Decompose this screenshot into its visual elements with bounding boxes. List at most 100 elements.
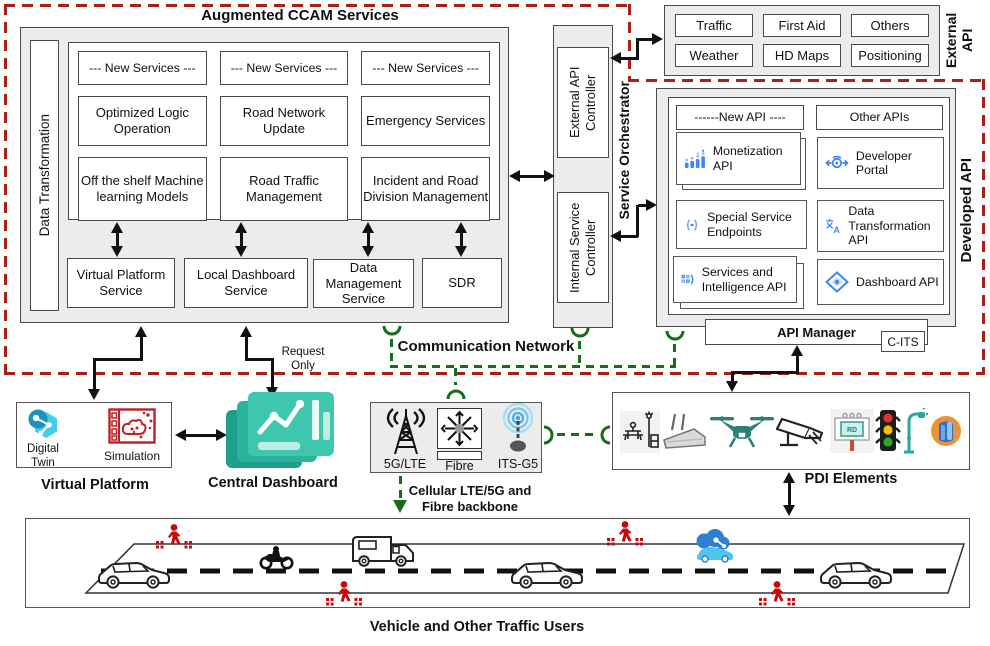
arrowhead: [240, 326, 252, 337]
other-apis-box: Other APIs: [816, 105, 943, 130]
virtual-platform-label: Virtual Platform: [41, 476, 149, 493]
road-container: [25, 518, 970, 608]
drone-icon: [709, 416, 774, 448]
arrow-segment: [796, 354, 799, 373]
green-dashed-line: [454, 368, 457, 385]
ccam-title: Augmented CCAM Services: [201, 6, 399, 24]
data-transformation-api-card: A Data Transformation API: [817, 200, 944, 252]
c-its-box: C-ITS: [881, 331, 925, 352]
socket-connector: [446, 389, 466, 400]
internal-service-controller-label: Internal Service Controller: [567, 202, 598, 293]
traffic-light-icon: [875, 410, 901, 451]
its-g5-label: ITS-G5: [497, 457, 539, 471]
arrowhead: [646, 199, 657, 211]
arrowhead: [455, 222, 467, 233]
arrowhead: [88, 389, 100, 400]
street-lamp-icon: [904, 408, 929, 454]
arrowhead: [135, 326, 147, 337]
arrow-segment: [731, 371, 799, 374]
arrowhead: [544, 170, 555, 182]
its-g5-antenna-icon: [502, 403, 534, 452]
services-intelligence-api-card: Services and Intelligence API: [673, 256, 797, 303]
simulation-label: Simulation: [103, 449, 161, 463]
red-dashed-border-right: [982, 79, 985, 375]
translate-icon: A: [826, 218, 841, 235]
communication-network-label: Communication Network: [397, 337, 575, 355]
emergency-services-box: Emergency Services: [361, 96, 490, 146]
internal-service-controller-box: Internal Service Controller: [557, 192, 609, 303]
incident-division-box: Incident and Road Division Management: [361, 157, 490, 221]
arrow-segment: [93, 358, 143, 361]
backbone-label-line1: Cellular LTE/5G and: [408, 482, 532, 498]
intelligence-icon: [681, 273, 694, 284]
arrow-segment: [116, 230, 119, 248]
arrow-segment: [518, 175, 546, 178]
arrow-segment: [619, 57, 638, 60]
socket-connector: [600, 425, 611, 445]
arrowhead: [216, 429, 227, 441]
arrow-segment: [93, 360, 96, 391]
arrowhead: [783, 505, 795, 516]
green-dashed-line: [557, 433, 597, 436]
road-traffic-mgmt-box: Road Traffic Management: [219, 157, 349, 221]
arrowhead: [791, 345, 803, 356]
g5-lte-label: 5G/LTE: [383, 456, 427, 471]
road-label: Vehicle and Other Traffic Users: [369, 619, 585, 635]
ml-models-box: Off the shelf Machine learning Models: [78, 157, 207, 221]
arrowhead: [111, 246, 123, 257]
arrowhead: [175, 429, 186, 441]
developed-api-inner: ------New API ---- Other APIs Monetizati…: [668, 97, 950, 315]
green-dashed-line: [390, 365, 676, 368]
arrowhead: [726, 381, 738, 392]
services-intelligence-api-label: Services and Intelligence API: [701, 265, 787, 294]
arrowhead: [509, 170, 520, 182]
arrowhead: [235, 246, 247, 257]
new-services-box: --- New Services ---: [219, 51, 349, 85]
arrow-segment: [271, 360, 274, 389]
socket-connector: [570, 327, 590, 338]
first-aid-box: First Aid: [763, 14, 841, 37]
arrowhead: [362, 246, 374, 257]
data-management-service-box: Data Management Service: [313, 259, 414, 308]
traffic-box: Traffic: [675, 14, 753, 37]
green-dashed-line: [578, 341, 581, 366]
endpoints-icon: [686, 218, 698, 231]
data-transformation-api-label: Data Transformation API: [848, 204, 931, 248]
special-service-endpoints-label: Special Service Endpoints: [707, 210, 792, 239]
monetization-api-card: Monetization API: [676, 132, 801, 185]
service-orchestrator-label: Service Orchestrator: [616, 80, 632, 220]
developer-portal-card: Developer Portal: [817, 137, 944, 189]
special-service-endpoints-card: Special Service Endpoints: [676, 200, 807, 249]
arrow-segment: [788, 481, 791, 507]
developer-portal-icon: [825, 155, 849, 169]
data-transformation-box: Data Transformation: [30, 40, 59, 311]
monetization-icon: [684, 149, 705, 168]
arrow-segment: [619, 235, 638, 238]
cctv-camera-icon: [776, 417, 824, 447]
arrowhead: [362, 222, 374, 233]
fibre-base-box: [437, 451, 482, 460]
svg-text:A: A: [834, 225, 841, 235]
positioning-box: Positioning: [851, 44, 929, 67]
router-icon: [662, 413, 706, 449]
green-dashed-line: [673, 344, 676, 366]
backbone-arrow-line: [399, 476, 402, 502]
arrow-segment: [185, 434, 217, 437]
hd-maps-box: HD Maps: [763, 44, 841, 67]
pdi-elements-label: PDI Elements: [804, 471, 898, 487]
digital-twin-label: Digital Twin: [27, 443, 59, 469]
cell-tower-icon: [386, 408, 426, 455]
digital-twin-icon: [28, 409, 57, 438]
central-dashboard-label: Central Dashboard: [208, 474, 338, 491]
road-scene: [84, 521, 966, 606]
red-dashed-border-left: [4, 4, 7, 375]
external-api-controller-box: External API Controller: [557, 47, 609, 158]
arrow-segment: [636, 205, 639, 237]
new-api-box: ------New API ----: [676, 105, 804, 130]
simulation-icon: [108, 408, 156, 444]
red-dashed-border-top: [4, 4, 631, 7]
backbone-label-line2: Fibre backbone: [421, 498, 519, 514]
red-dashed-border-notch-v: [628, 4, 631, 81]
socket-connector: [382, 325, 402, 336]
arrow-segment: [245, 336, 248, 361]
